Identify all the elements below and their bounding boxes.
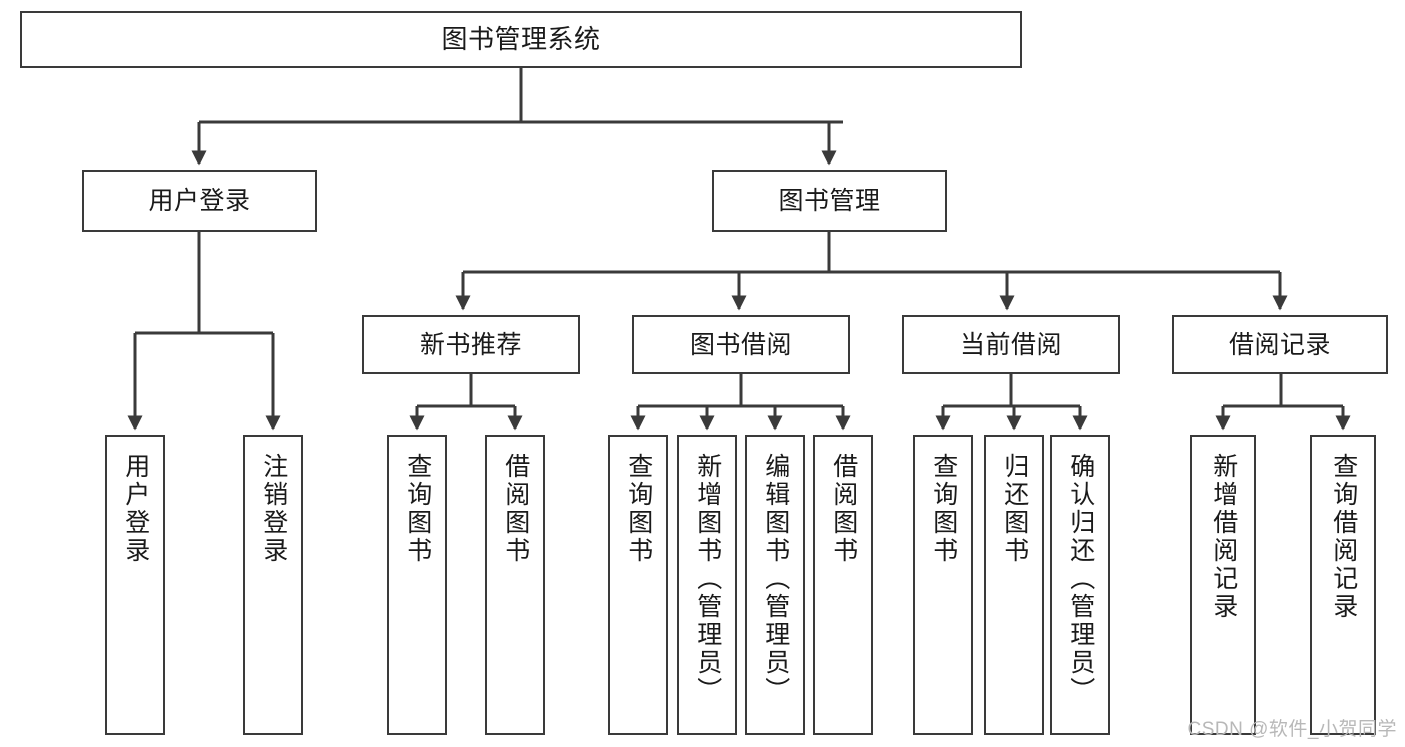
node-label: 图书借阅 <box>689 330 792 359</box>
leaf-query-book-borrow[interactable]: 查询图书 <box>608 435 668 735</box>
csdn-watermark: CSDN @软件_小贺同学 <box>1187 719 1397 740</box>
leaf-edit-book-admin[interactable]: 编辑图书（管理员） <box>745 435 805 735</box>
leaf-borrow-book-rec[interactable]: 借阅图书 <box>485 435 545 735</box>
leaf-logout[interactable]: 注销登录 <box>243 435 303 735</box>
node-current-borrowing[interactable]: 当前借阅 <box>902 315 1120 374</box>
node-label: 借阅图书 <box>829 453 858 565</box>
leaf-query-book-current[interactable]: 查询图书 <box>913 435 973 735</box>
leaf-add-book-admin[interactable]: 新增图书（管理员） <box>677 435 737 735</box>
node-label: 编辑图书（管理员） <box>761 453 790 705</box>
node-root-system[interactable]: 图书管理系统 <box>20 11 1022 68</box>
leaf-add-borrow-record[interactable]: 新增借阅记录 <box>1190 435 1256 735</box>
node-label: 新增图书（管理员） <box>693 453 722 705</box>
node-label: 用户登录 <box>121 453 150 565</box>
node-label: 归还图书 <box>1000 453 1029 565</box>
leaf-confirm-return-admin[interactable]: 确认归还（管理员） <box>1050 435 1110 735</box>
node-label: 借阅记录 <box>1228 330 1331 359</box>
node-new-book-recommendation[interactable]: 新书推荐 <box>362 315 580 374</box>
node-label: 新增借阅记录 <box>1209 453 1238 621</box>
node-label: 新书推荐 <box>419 330 522 359</box>
node-label: 确认归还（管理员） <box>1066 453 1095 705</box>
leaf-query-book-rec[interactable]: 查询图书 <box>387 435 447 735</box>
node-book-borrowing[interactable]: 图书借阅 <box>632 315 850 374</box>
node-borrowing-record[interactable]: 借阅记录 <box>1172 315 1388 374</box>
node-label: 用户登录 <box>148 187 251 215</box>
node-label: 查询图书 <box>403 453 432 565</box>
leaf-borrow-book[interactable]: 借阅图书 <box>813 435 873 735</box>
node-user-login[interactable]: 用户登录 <box>82 170 317 232</box>
node-label: 注销登录 <box>259 453 288 565</box>
leaf-user-login[interactable]: 用户登录 <box>105 435 165 735</box>
node-label: 当前借阅 <box>959 330 1062 359</box>
node-label: 图书管理 <box>778 187 881 215</box>
leaf-return-book[interactable]: 归还图书 <box>984 435 1044 735</box>
node-label: 查询图书 <box>929 453 958 565</box>
leaf-query-borrow-record[interactable]: 查询借阅记录 <box>1310 435 1376 735</box>
node-book-management[interactable]: 图书管理 <box>712 170 947 232</box>
node-label: 查询图书 <box>624 453 653 565</box>
node-label: 借阅图书 <box>501 453 530 565</box>
node-label: 图书管理系统 <box>441 23 601 54</box>
node-label: 查询借阅记录 <box>1329 453 1358 621</box>
